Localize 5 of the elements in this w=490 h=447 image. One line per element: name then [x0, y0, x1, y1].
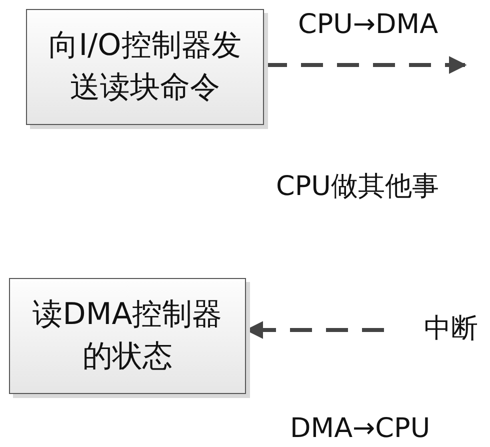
note-text: DMA→CPU [290, 412, 430, 446]
node-text: 中断 [424, 312, 478, 346]
edge-label: CPU→DMA [298, 8, 438, 42]
arrow [265, 56, 467, 74]
note-text: CPU做其他事 [276, 170, 439, 204]
